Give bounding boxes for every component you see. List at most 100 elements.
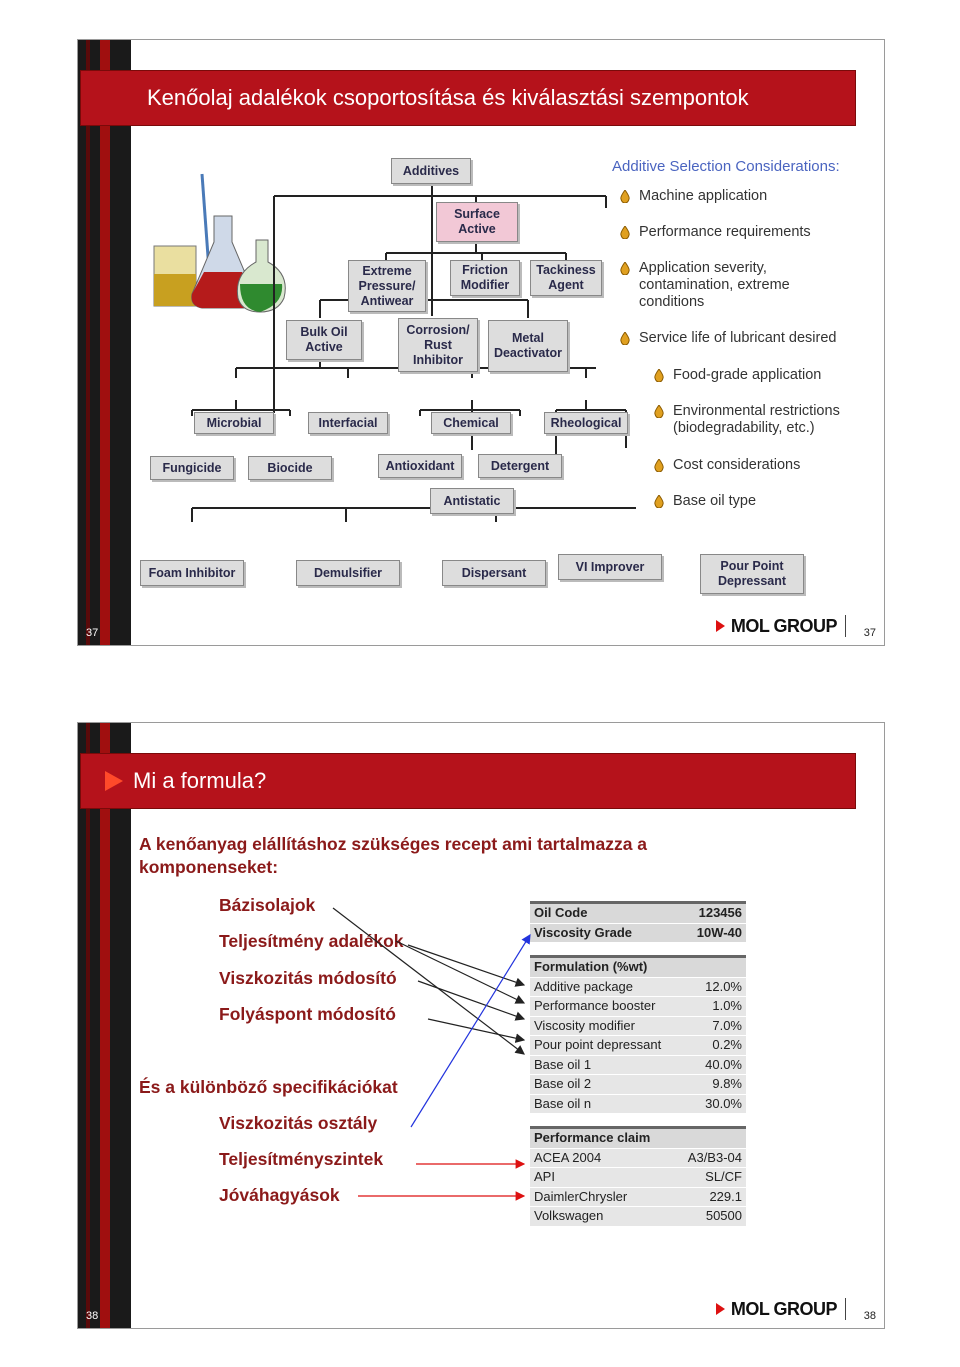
intro-text: A kenőanyag elállításhoz szükséges recep… [139,834,648,877]
box-chemical: Chemical [431,412,511,434]
box-microbial: Microbial [194,412,274,434]
arrow-pour-point [427,1018,526,1043]
consideration-item: Machine application [620,188,870,205]
additive-diagram-area: Additives Surface Active Extreme Pressur… [136,148,874,598]
oil-drop-icon [654,369,664,382]
consideration-text: Service life of lubricant desired [639,330,837,346]
cell-value: 229.1 [709,1188,742,1204]
formula-content: A kenőanyag elállításhoz szükséges recep… [78,723,884,1328]
cell-label: Base oil n [534,1095,592,1111]
arrow-performance [407,944,526,987]
slide-sidebar [78,40,131,645]
page-number-right: 38 [863,1310,876,1322]
component-viscosity-modifier: Viszkozitás módosító [219,968,397,988]
consideration-item: Food-grade application [654,367,864,384]
cell-value: 10W-40 [696,924,742,940]
oil-drop-icon [620,262,630,275]
page-number-left: 37 [86,627,99,639]
box-antioxidant: Antioxidant [378,454,462,478]
diagram-connectors [191,184,636,522]
logo-text: MOL GROUP [730,615,838,636]
cell-label: Oil Code [534,905,588,920]
cell-value: 7.0% [712,1017,742,1033]
cell-label: Performance booster [534,998,656,1013]
consideration-item: Application severity, contamination, ext… [620,260,825,311]
cell-value: A3/B3-04 [687,1149,742,1165]
cell-label: ACEA 2004 [534,1149,602,1165]
oil-drop-icon [654,459,664,472]
arrow-base-oils [332,907,525,1055]
consideration-text: Cost considerations [673,457,801,473]
component-performance-additives: Teljesítmény adalékok [219,931,404,951]
table-row: API SL/CF [530,1168,746,1188]
cell-value: 12.0% [705,978,742,994]
component-base-oils: Bázisolajok [219,895,316,915]
oil-drop-icon [654,405,664,418]
cell-value: SL/CF [705,1169,742,1184]
box-friction-modifier: Friction Modifier [450,260,520,296]
box-fungicide: Fungicide [150,456,234,480]
cell-value: 0.2% [712,1037,742,1052]
cell-value: 50500 [705,1208,742,1223]
cell-label: Viscosity Grade [534,924,633,940]
consideration-text: Environmental restrictions (biodegradabi… [673,403,840,436]
arrow-viscosity-modifier [417,980,526,1021]
consideration-item: Base oil type [654,493,864,510]
cell-value: 40.0% [705,1056,742,1072]
table-row: Performance booster 1.0% [530,997,746,1017]
slide-38: Mi a formula? A kenőanyag elállításhoz s… [77,722,885,1329]
cell-label: API [534,1169,555,1184]
section-title: Performance claim [534,1130,651,1145]
cell-label: Base oil 2 [534,1076,592,1091]
consideration-item: Cost considerations [654,457,864,474]
box-extreme-pressure: Extreme Pressure/ Antiwear [348,260,426,312]
consideration-text: Base oil type [673,493,757,509]
table-row: Base oil 2 9.8% [530,1075,746,1095]
table-row: Additive package 12.0% [530,977,746,997]
box-pour-point-depressant: Pour Point Depressant [700,554,804,594]
slide-title-text: Kenőolaj adalékok csoportosítása és kivá… [147,85,749,110]
consideration-text: Machine application [639,188,768,204]
cell-value: 9.8% [712,1076,742,1091]
spec-viscosity-class: Viszkozitás osztály [219,1113,378,1133]
cell-value: 1.0% [712,998,742,1013]
oil-drop-icon [620,332,630,345]
page-number-right: 37 [863,627,876,639]
arrow-performance-booster [395,940,526,1004]
cell-label: Pour point depressant [534,1037,662,1052]
spec-performance-levels: Teljesítményszintek [219,1149,384,1169]
title-arrow-icon [105,771,123,791]
box-interfacial: Interfacial [308,412,388,434]
arrow-viscosity-class [410,933,531,1128]
oil-drop-icon [654,495,664,508]
mol-group-logo: MOL GROUP [715,1298,846,1320]
table-row: Pour point depressant 0.2% [530,1036,746,1056]
consideration-item: Performance requirements [620,224,870,241]
box-antistatic: Antistatic [430,488,514,514]
spec-approvals: Jóváhagyások [219,1185,340,1205]
box-detergent: Detergent [478,454,562,478]
box-tackiness-agent: Tackiness Agent [530,260,602,296]
consideration-text: Performance requirements [639,224,811,240]
box-surface-active: Surface Active [436,202,518,242]
page-number-left: 38 [86,1310,99,1322]
box-additives: Additives [391,158,471,184]
oil-drop-icon [620,226,630,239]
box-bulk-oil-active: Bulk Oil Active [286,320,362,360]
consideration-item: Environmental restrictions (biodegradabi… [654,403,864,437]
box-demulsifier: Demulsifier [296,560,400,586]
component-pour-point-modifier: Folyáspont módosító [219,1004,396,1024]
table-row: Performance claim [530,1126,746,1149]
section-title: Formulation (%wt) [534,959,648,974]
cell-label: Additive package [534,978,634,994]
oil-drop-icon [620,190,630,203]
box-foam-inhibitor: Foam Inhibitor [140,560,244,586]
box-biocide: Biocide [248,456,332,480]
